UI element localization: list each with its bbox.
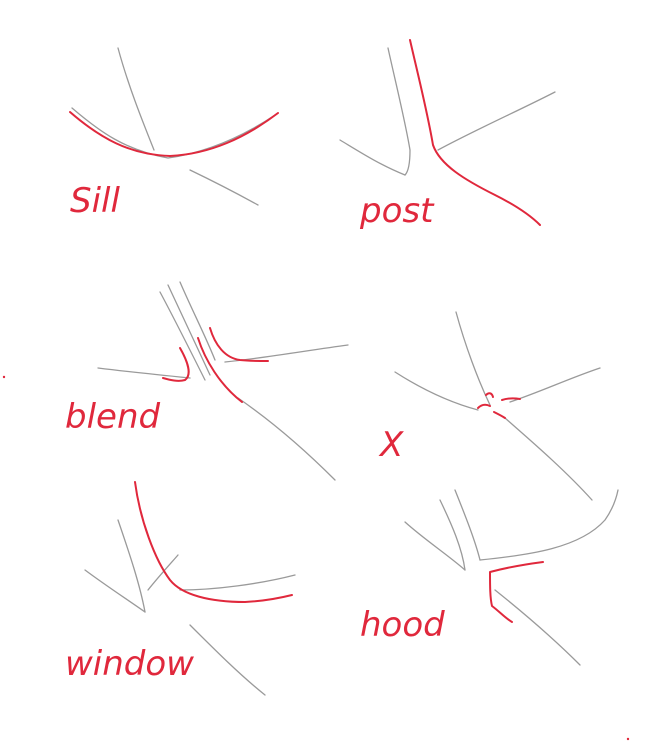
- window-pencil-stroke-inner: [147, 554, 179, 591]
- window-pencil-stroke-lower: [189, 624, 266, 696]
- window-pencil-stroke-left: [84, 569, 146, 613]
- post-label: post: [359, 191, 435, 231]
- sill-pencil-stroke-curve: [71, 107, 276, 159]
- window-pencil-stroke-center: [117, 519, 146, 613]
- window-label: window: [65, 644, 194, 684]
- panel-sill: Sill: [69, 47, 279, 221]
- hood-pencil-stroke-center-a: [439, 499, 466, 571]
- x-marker-tick-left: [477, 403, 491, 409]
- post-marker-post: [409, 39, 541, 226]
- panel-hood: hood: [360, 489, 619, 666]
- hood-pencil-stroke-roof: [479, 489, 619, 561]
- stray-dot-bottom-right: [626, 737, 630, 741]
- post-pencil-stroke-right: [437, 91, 556, 151]
- sill-pencil-stroke-lower: [189, 169, 259, 206]
- panel-x: X: [378, 311, 601, 501]
- x-marker-tick-top: [485, 392, 494, 398]
- x-pencil-stroke-right: [509, 367, 601, 403]
- post-pencil-stroke-left: [387, 47, 411, 176]
- panel-window: window: [65, 481, 296, 696]
- blend-pencil-stroke-lower: [237, 397, 336, 481]
- window-pencil-stroke-right: [179, 574, 296, 591]
- blend-pencil-stroke-c: [179, 281, 216, 361]
- blend-marker-right: [209, 327, 269, 362]
- x-marker-tick-right: [501, 397, 521, 401]
- blend-marker-middle: [197, 337, 243, 403]
- panel-blend: blend: [65, 281, 349, 481]
- blend-label: blend: [65, 397, 160, 437]
- blend-pencil-stroke-b: [167, 284, 211, 376]
- hood-pencil-stroke-left: [404, 521, 466, 571]
- x-pencil-stroke-left: [394, 371, 479, 411]
- hood-pencil-stroke-lower: [494, 589, 581, 666]
- stray-dot-left: [2, 375, 6, 379]
- blend-pencil-stroke-left: [97, 367, 191, 379]
- hood-marker-bracket: [489, 561, 544, 623]
- hood-pencil-stroke-center-b: [454, 489, 481, 561]
- x-label: X: [378, 425, 404, 465]
- sill-label: Sill: [70, 181, 120, 221]
- blend-marker-left-bracket: [162, 347, 190, 382]
- x-pencil-stroke-top: [455, 311, 491, 406]
- hood-label: hood: [360, 605, 445, 645]
- x-pencil-stroke-bottom: [504, 417, 593, 501]
- post-pencil-stroke-left-bottom: [339, 139, 406, 176]
- sill-pencil-stroke-upper: [117, 47, 155, 151]
- window-marker-corner: [134, 481, 293, 603]
- x-marker-tick-bottom: [493, 411, 506, 419]
- panel-post: post: [339, 39, 556, 231]
- sill-marker-curve: [69, 111, 279, 157]
- blend-pencil-stroke-a: [159, 291, 206, 381]
